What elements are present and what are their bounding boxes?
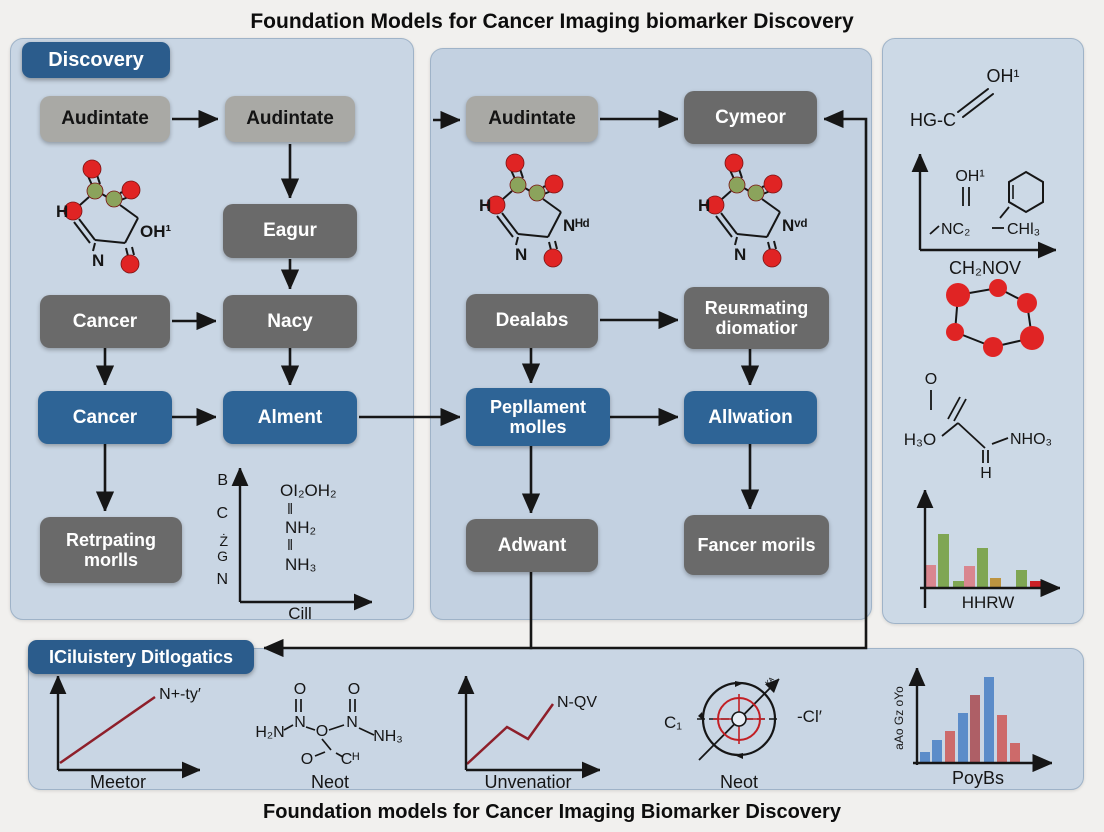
figure-title-top: Foundation Models for Cancer Imaging bio… xyxy=(250,10,854,33)
node-eagur: Eagur xyxy=(223,204,357,258)
node-adwant: Adwant xyxy=(466,519,598,572)
node-allwation: Allwation xyxy=(684,391,817,444)
node-dealabs: Dealabs xyxy=(466,294,598,348)
node-cancer-1: Cancer xyxy=(40,295,170,348)
node-cancer-2: Cancer xyxy=(38,391,172,444)
node-nacy: Nacy xyxy=(223,295,357,348)
discovery-header: Discovery xyxy=(22,42,170,78)
node-fancer-morils: Fancer morils xyxy=(684,515,829,575)
node-reurmating-diomatior: Reuʀmating diomatior xyxy=(684,287,829,349)
node-cymeor: Cymeor xyxy=(684,91,817,144)
chemistry-side-panel xyxy=(882,38,1084,624)
figure-title-bottom: Foundation models for Cancer Imaging Bio… xyxy=(263,801,841,823)
node-audintate-3: Audintate xyxy=(466,96,598,142)
bottom-panel-header: ICiluistery Ditlogatics xyxy=(28,640,254,674)
node-audintate-2: Audintate xyxy=(225,96,355,142)
node-retrpating-morlls: Retrpating morlls xyxy=(40,517,182,583)
node-pepllament-molles: Pepllament molles xyxy=(466,388,610,446)
node-audintate-1: Audintate xyxy=(40,96,170,142)
node-alment: Alment xyxy=(223,391,357,444)
